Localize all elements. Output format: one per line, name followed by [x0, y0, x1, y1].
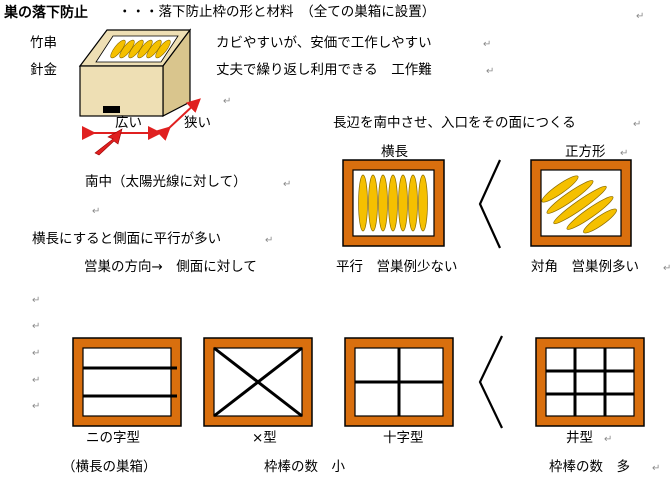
return-mark: ↵ [483, 39, 492, 50]
less-than-symbol [478, 335, 503, 429]
square-comb-frame [530, 159, 632, 247]
return-mark: ↵ [32, 401, 41, 412]
return-mark: ↵ [265, 235, 274, 246]
frame-cross-shape [344, 337, 454, 427]
page-subtitle: ・・・落下防止枠の形と材料 （全ての巣箱に設置） [118, 4, 436, 20]
return-mark: ↵ [636, 11, 645, 22]
return-mark: ↵ [32, 375, 41, 386]
return-mark: ↵ [604, 434, 613, 445]
frame-label-cross: 十字型 [383, 430, 424, 446]
return-mark: ↵ [283, 179, 292, 190]
label-landscape: 横長 [381, 144, 408, 160]
return-mark: ↵ [32, 348, 41, 359]
frame-label-ni: ニの字型 [86, 430, 140, 446]
return-mark: ↵ [652, 463, 661, 474]
return-mark: ↵ [32, 295, 41, 306]
return-mark: ↵ [32, 321, 41, 332]
label-narrow: 狭い [184, 115, 211, 131]
frame-well-shape [535, 337, 645, 427]
return-mark: ↵ [663, 263, 671, 274]
landscape-caption: 平行 営巣例少ない [336, 259, 458, 275]
return-mark: ↵ [92, 206, 101, 217]
page-title: 巣の落下防止 [4, 5, 88, 21]
frame-note-mid: 枠棒の数 小 [264, 459, 345, 475]
label-square: 正方形 [565, 144, 606, 160]
label-wide: 広い [115, 115, 142, 131]
return-mark: ↵ [633, 119, 642, 130]
square-caption: 対角 営巣例多い [531, 259, 639, 275]
material-desc-bamboo: カビやすいが、安価で工作しやすい [216, 35, 432, 51]
less-than-symbol [478, 159, 502, 249]
frame-label-x: ×型 [252, 430, 277, 446]
orientation-note: 長辺を南中させ、入口をその面につくる [333, 115, 576, 131]
frame-x-shape [203, 337, 313, 427]
frame-note-right: 枠棒の数 多 [549, 459, 630, 475]
return-mark: ↵ [223, 96, 232, 107]
material-name-bamboo: 竹串 [30, 35, 57, 51]
frame-label-well: 井型 [566, 430, 593, 446]
frame-ni-shape [72, 337, 182, 427]
return-mark: ↵ [486, 66, 495, 77]
size-arrows [82, 98, 201, 156]
return-mark: ↵ [620, 148, 629, 159]
material-desc-wire: 丈夫で繰り返し利用できる 工作難 [216, 62, 432, 78]
landscape-comb-frame [342, 159, 445, 247]
side-note: 横長にすると側面に平行が多い [32, 231, 222, 247]
label-south: 南中（太陽光線に対して） [85, 174, 247, 190]
hive-box-illustration [78, 28, 192, 117]
frame-note-left: （横長の巣箱） [62, 459, 157, 475]
material-name-wire: 針金 [30, 62, 57, 78]
direction-note: 営巣の方向→ 側面に対して [84, 259, 257, 275]
